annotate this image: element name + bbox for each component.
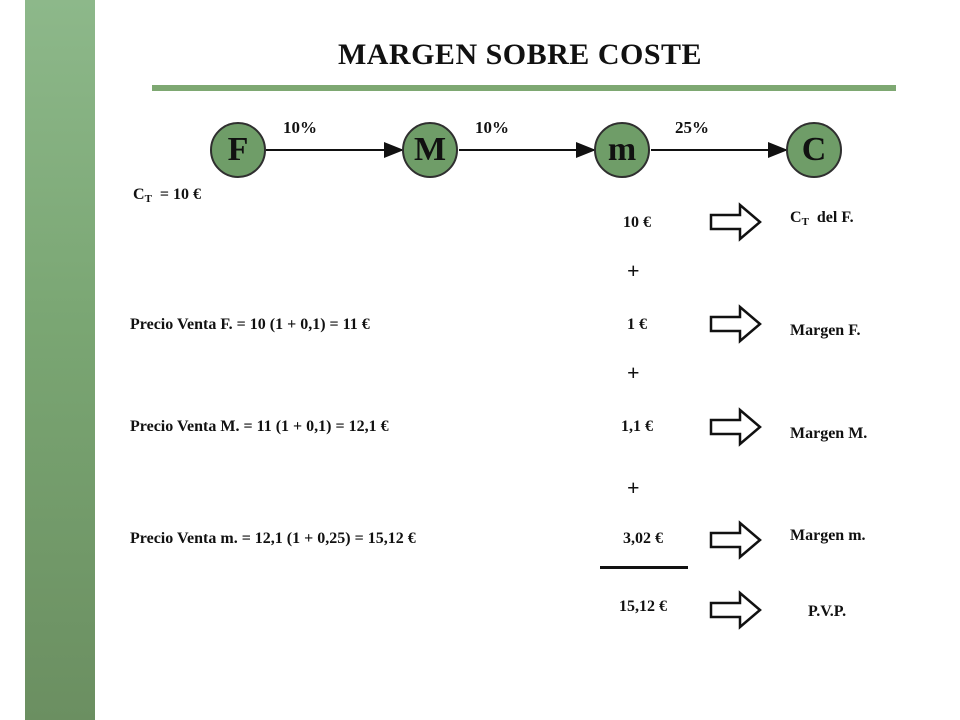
block-arrow-cost (709, 202, 762, 242)
pct-m-c: 25% (675, 118, 709, 137)
plus-sign-3: + (627, 475, 640, 500)
plus-sign-1: + (627, 258, 640, 283)
block-arrow-margin-m (709, 407, 762, 447)
amount-margin-min: 3,02 € (623, 530, 663, 547)
plus-sign-2: + (627, 360, 640, 385)
formula-mayorista: Precio Venta M. = 11 (1 + 0,1) = 12,1 € (130, 418, 389, 435)
label-margin-min: Margen m. (790, 527, 866, 544)
block-arrow-pvp (709, 590, 762, 630)
formula-minorista: Precio Venta m. = 12,1 (1 + 0,25) = 15,1… (130, 530, 416, 547)
block-arrow-margin-f (709, 304, 762, 344)
label-pvp: P.V.P. (808, 603, 847, 620)
amount-margin-m: 1,1 € (621, 418, 653, 435)
node-consumidor: C (786, 122, 842, 178)
total-divider (600, 566, 688, 569)
node-minorista: m (594, 122, 650, 178)
title-underline (152, 85, 896, 91)
block-arrow-margin-min (709, 520, 762, 560)
sidebar-stripe (25, 0, 95, 720)
pct-m-m: 10% (475, 118, 509, 137)
formula-fabricante: Precio Venta F. = 10 (1 + 0,1) = 11 € (130, 316, 370, 333)
node-mayorista: M (402, 122, 458, 178)
label-cost: CT del F. (790, 209, 854, 228)
amount-cost: 10 € (623, 214, 651, 231)
node-fabricante: F (210, 122, 266, 178)
page-title: MARGEN SOBRE COSTE (337, 38, 703, 71)
label-margin-m: Margen M. (790, 425, 868, 442)
label-margin-f: Margen F. (790, 322, 861, 339)
cost-total: CT = 10 € (133, 186, 202, 205)
amount-margin-f: 1 € (627, 316, 647, 333)
pct-f-m: 10% (283, 118, 317, 137)
amount-pvp: 15,12 € (619, 598, 667, 615)
